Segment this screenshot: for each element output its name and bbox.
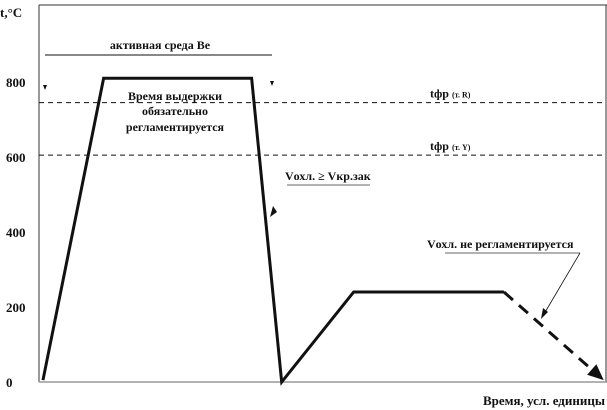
series-line-dashed (502, 290, 593, 371)
hold-time-line-3: регламентируется (126, 120, 225, 134)
arrowhead-icon (270, 81, 274, 86)
arrowhead-icon (270, 206, 277, 217)
cooling-rate-label: Vохл. ≥ Vкр.зак (285, 169, 371, 183)
y-tick-label: 0 (6, 375, 13, 390)
hold-time-line-1: Время выдержки (128, 89, 222, 103)
y-axis-label: t,°C (0, 5, 22, 20)
active-medium-label: активная среда Ве (110, 38, 211, 52)
cooling-free-pointer (543, 252, 581, 315)
arrowhead-icon (43, 85, 47, 90)
y-tick-label: 200 (6, 300, 26, 315)
arrowhead-icon (541, 308, 548, 319)
reference-line-label: tфр (т. Y) (430, 139, 471, 153)
series-line (41, 76, 504, 386)
x-axis-label: Время, усл. единицы (483, 393, 605, 408)
arrowhead-icon (587, 364, 604, 381)
y-tick-label: 800 (6, 75, 26, 90)
cooling-free-label: Vохл. не регламентируется (427, 237, 574, 251)
reference-line-label: tфр (т. R) (430, 87, 471, 101)
y-tick-label: 400 (6, 225, 26, 240)
hold-time-line-2: обязательно (142, 104, 208, 118)
y-tick-label: 600 (6, 150, 26, 165)
